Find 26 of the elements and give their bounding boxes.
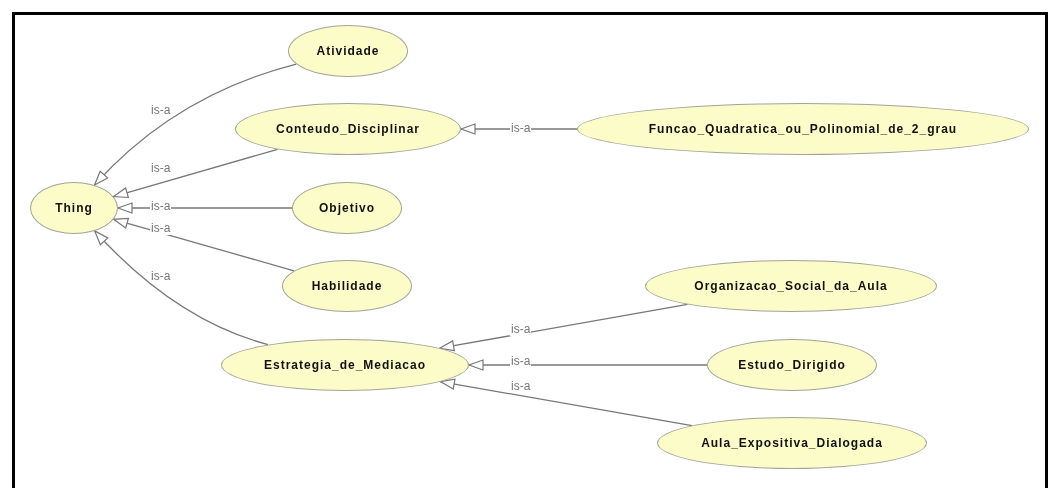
is-a-arrow: [468, 359, 708, 371]
class-name: Objetivo: [319, 201, 375, 215]
class-name: Atividade: [316, 44, 380, 58]
class-name: Estudo_Dirigido: [738, 358, 846, 372]
edge-label: is-a: [510, 323, 532, 336]
is-a-arrow: [439, 378, 693, 427]
class-name: Habilidade: [311, 279, 383, 293]
edge-label: is-a: [150, 104, 172, 117]
edge-label: is-a: [150, 270, 172, 283]
edge-label: is-a: [150, 222, 172, 235]
class-name: Thing: [55, 201, 93, 215]
edge-label: is-a: [510, 380, 532, 393]
is-a-arrow: [93, 63, 297, 186]
is-a-arrow: [460, 123, 578, 135]
edge-label: is-a: [510, 355, 532, 368]
edge-label: is-a: [150, 162, 172, 175]
edge-label: is-a: [510, 122, 532, 135]
is-a-arrow: [94, 230, 269, 346]
class-name: Conteudo_Disciplinar: [276, 122, 420, 136]
edge-label: is-a: [150, 200, 172, 213]
class-name: Aula_Expositiva_Dialogada: [701, 436, 883, 450]
class-name: Estrategia_de_Mediacao: [263, 358, 427, 372]
is-a-arrow: [117, 202, 293, 214]
class-name: Funcao_Quadratica_ou_Polinomial_de_2_grau: [648, 122, 958, 136]
class-name: Organizacao_Social_da_Aula: [694, 279, 888, 293]
class-ellipse: [30, 182, 118, 234]
